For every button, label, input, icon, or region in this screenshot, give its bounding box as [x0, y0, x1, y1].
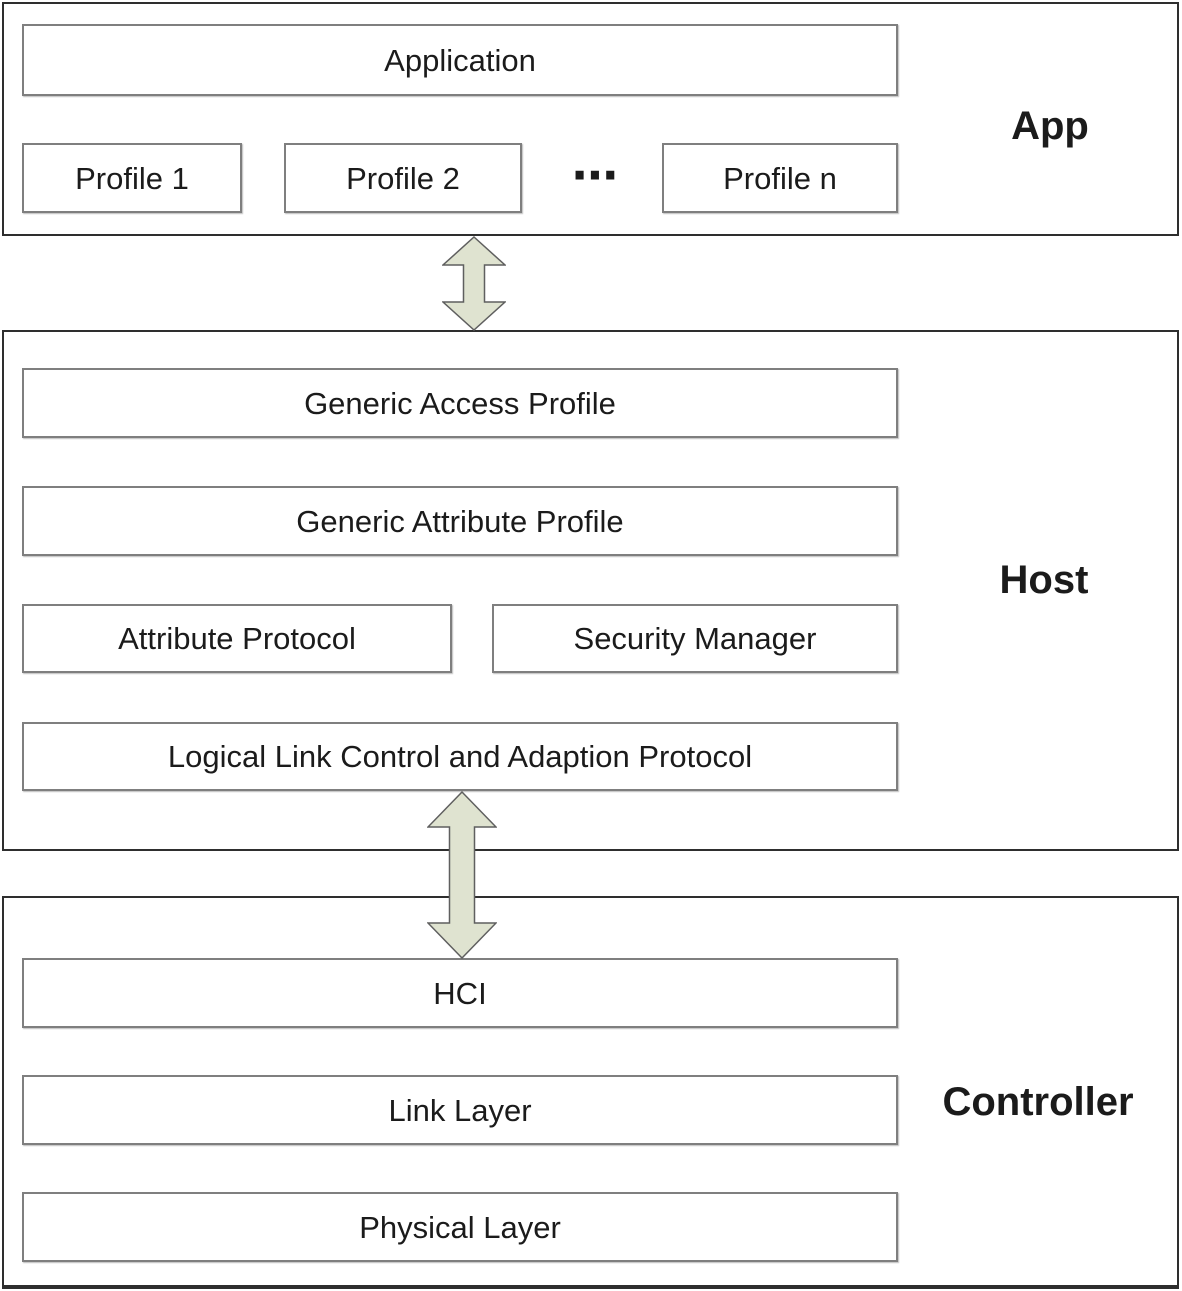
attribute-protocol-box: Attribute Protocol	[22, 604, 452, 673]
app-section-label: App	[1011, 104, 1089, 148]
generic-attribute-profile-label: Generic Attribute Profile	[296, 503, 624, 539]
profile-2-box: Profile 2	[284, 143, 522, 213]
controller-section-label: Controller	[942, 1080, 1134, 1124]
app-host-double-arrow-icon	[441, 235, 507, 332]
application-label: Application	[384, 42, 536, 78]
security-manager-label: Security Manager	[573, 621, 817, 656]
profile-1-label: Profile 1	[75, 160, 189, 196]
security-manager-box: Security Manager	[492, 604, 898, 673]
physical-layer-label: Physical Layer	[359, 1209, 561, 1245]
l2cap-box: Logical Link Control and Adaption Protoc…	[22, 722, 898, 791]
l2cap-label: Logical Link Control and Adaption Protoc…	[167, 739, 753, 774]
hci-label: HCI	[433, 975, 487, 1011]
physical-layer-box: Physical Layer	[22, 1192, 898, 1262]
profile-n-box: Profile n	[662, 143, 898, 213]
generic-access-profile-box: Generic Access Profile	[22, 368, 898, 438]
host-section-label: Host	[999, 558, 1089, 602]
link-layer-box: Link Layer	[22, 1075, 898, 1145]
profile-1-box: Profile 1	[22, 143, 242, 213]
application-box: Application	[22, 24, 898, 96]
generic-access-profile-label: Generic Access Profile	[304, 385, 616, 421]
profiles-ellipsis: ⋯	[572, 149, 618, 201]
link-layer-label: Link Layer	[388, 1092, 532, 1128]
profile-n-label: Profile n	[723, 160, 837, 196]
host-controller-double-arrow-icon	[426, 790, 498, 960]
attribute-protocol-label: Attribute Protocol	[118, 621, 356, 656]
profile-2-label: Profile 2	[346, 160, 460, 196]
hci-box: HCI	[22, 958, 898, 1028]
generic-attribute-profile-box: Generic Attribute Profile	[22, 486, 898, 556]
